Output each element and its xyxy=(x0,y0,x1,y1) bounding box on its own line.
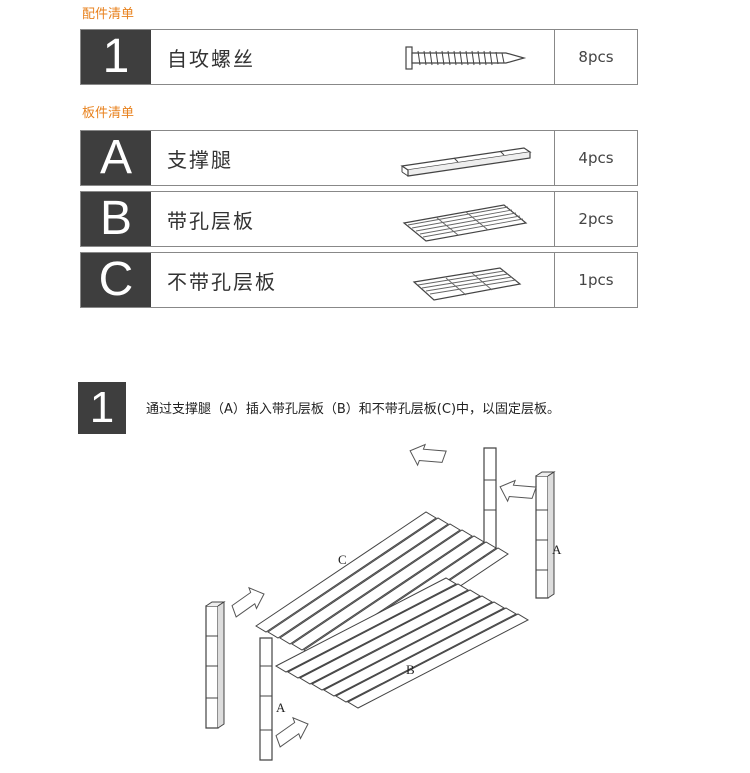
leg-icon xyxy=(400,147,532,177)
assembly-diagram: C B A A xyxy=(205,440,562,761)
label-a-left: A xyxy=(276,700,286,715)
panel-name: 支撑腿 xyxy=(167,147,233,172)
panel-letter: C xyxy=(81,253,151,307)
panel-row-a: A 支撑腿 4pcs xyxy=(80,130,638,186)
leg-far-right xyxy=(535,471,556,599)
label-a-right: A xyxy=(552,542,562,557)
panel-quantity: 1pcs xyxy=(554,253,637,307)
step-number: 1 xyxy=(78,382,126,434)
leg-far-left xyxy=(205,601,226,729)
part-number: 1 xyxy=(81,30,151,84)
part-row-screw: 1 自攻螺丝 8pcs xyxy=(80,29,638,85)
lower-shelf xyxy=(274,577,530,709)
screw-icon xyxy=(405,46,527,70)
part-name: 自攻螺丝 xyxy=(167,46,255,71)
panels-list-title: 板件清单 xyxy=(82,106,135,121)
panel-name: 不带孔层板 xyxy=(167,269,277,294)
top-edge-mark xyxy=(620,0,740,3)
arrow-top-right xyxy=(495,474,537,510)
panel-quantity: 2pcs xyxy=(554,192,637,246)
label-c: C xyxy=(338,552,347,567)
shelf-icon xyxy=(402,204,528,242)
panel-name: 带孔层板 xyxy=(167,208,255,233)
panel-row-b: B 带孔层板 2pcs xyxy=(80,191,638,247)
arrow-left xyxy=(227,583,269,618)
panel-letter: A xyxy=(81,131,151,185)
label-b: B xyxy=(406,662,415,677)
panel-quantity: 4pcs xyxy=(554,131,637,185)
part-quantity: 8pcs xyxy=(554,30,637,84)
shelf-icon xyxy=(412,267,522,301)
panel-row-c: C 不带孔层板 1pcs xyxy=(80,252,638,308)
panel-letter: B xyxy=(81,192,151,246)
arrow-bottom xyxy=(271,713,313,748)
parts-list-title: 配件清单 xyxy=(82,7,135,22)
arrow-top-left xyxy=(405,440,447,474)
step-instruction: 通过支撑腿（A）插入带孔层板（B）和不带孔层板(C)中，以固定层板。 xyxy=(146,402,561,417)
leg-front-left xyxy=(259,637,273,761)
